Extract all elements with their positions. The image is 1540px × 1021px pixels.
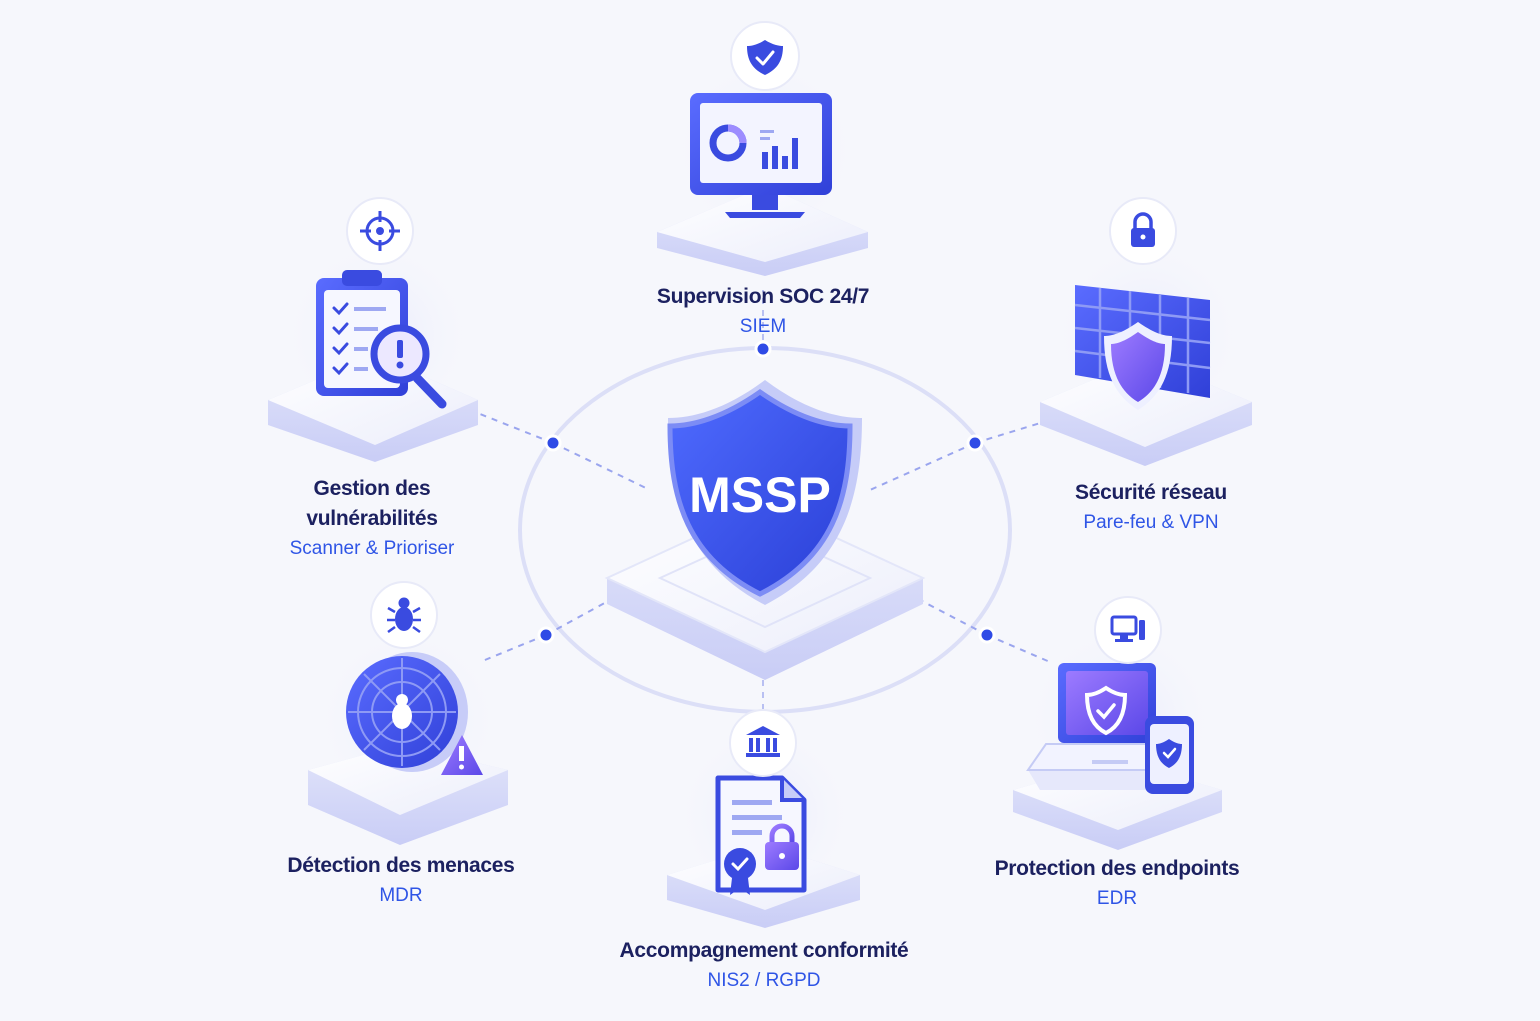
bank-building-icon xyxy=(746,726,780,757)
compliance-node xyxy=(667,709,860,928)
vuln-label: Gestion des vulnérabilités Scanner & Pri… xyxy=(290,474,455,564)
vuln-subtitle: Scanner & Prioriser xyxy=(289,538,455,559)
threat-subtitle: MDR xyxy=(379,885,423,906)
soc-title: Supervision SOC 24/7 xyxy=(656,285,870,308)
network-badge xyxy=(1109,197,1177,265)
endpoints-title: Protection des endpoints xyxy=(994,857,1240,880)
network-node xyxy=(1040,197,1252,466)
compliance-label: Accompagnement conformité NIS2 / RGPD xyxy=(620,936,909,996)
compliance-title: Accompagnement conformité xyxy=(619,939,909,962)
shield-check-icon xyxy=(747,40,783,75)
center-mssp-node: MSSP xyxy=(604,380,926,680)
center-shield-icon xyxy=(667,380,862,605)
network-subtitle: Pare-feu & VPN xyxy=(1083,512,1219,533)
threat-badge xyxy=(370,581,438,649)
threat-label: Détection des menaces MDR xyxy=(287,851,514,911)
vuln-title-line-2: vulnérabilités xyxy=(306,507,438,530)
radar-bug-icon xyxy=(346,652,483,775)
compliance-badge xyxy=(729,709,797,777)
bug-icon xyxy=(387,597,421,634)
firewall-shield-icon xyxy=(1074,285,1211,410)
endpoints-node xyxy=(1013,596,1222,850)
soc-badge xyxy=(730,21,800,91)
lock-icon xyxy=(1131,212,1155,247)
threat-title: Détection des menaces xyxy=(287,854,515,877)
network-title: Sécurité réseau xyxy=(1075,481,1227,504)
crosshair-icon xyxy=(360,211,400,251)
clipboard-search-icon xyxy=(316,270,447,409)
vuln-badge xyxy=(346,197,414,265)
threat-node xyxy=(308,581,508,845)
connector-dots xyxy=(537,340,996,644)
monitor-dashboard-icon xyxy=(690,93,832,218)
soc-subtitle: SIEM xyxy=(739,316,787,337)
computer-icon xyxy=(1110,615,1145,642)
document-lock-icon xyxy=(715,775,807,895)
endpoints-badge xyxy=(1094,596,1162,664)
endpoints-label: Protection des endpoints EDR xyxy=(995,854,1240,914)
soc-node xyxy=(657,21,868,276)
vuln-title-line-1: Gestion des xyxy=(313,477,431,500)
soc-label: Supervision SOC 24/7 SIEM xyxy=(656,282,870,342)
network-label: Sécurité réseau Pare-feu & VPN xyxy=(1075,478,1227,538)
compliance-subtitle: NIS2 / RGPD xyxy=(707,970,821,991)
center-label: MSSP xyxy=(689,467,831,523)
laptop-phone-shield-icon xyxy=(1026,663,1194,794)
vuln-node xyxy=(268,197,478,462)
endpoints-subtitle: EDR xyxy=(1096,888,1138,909)
